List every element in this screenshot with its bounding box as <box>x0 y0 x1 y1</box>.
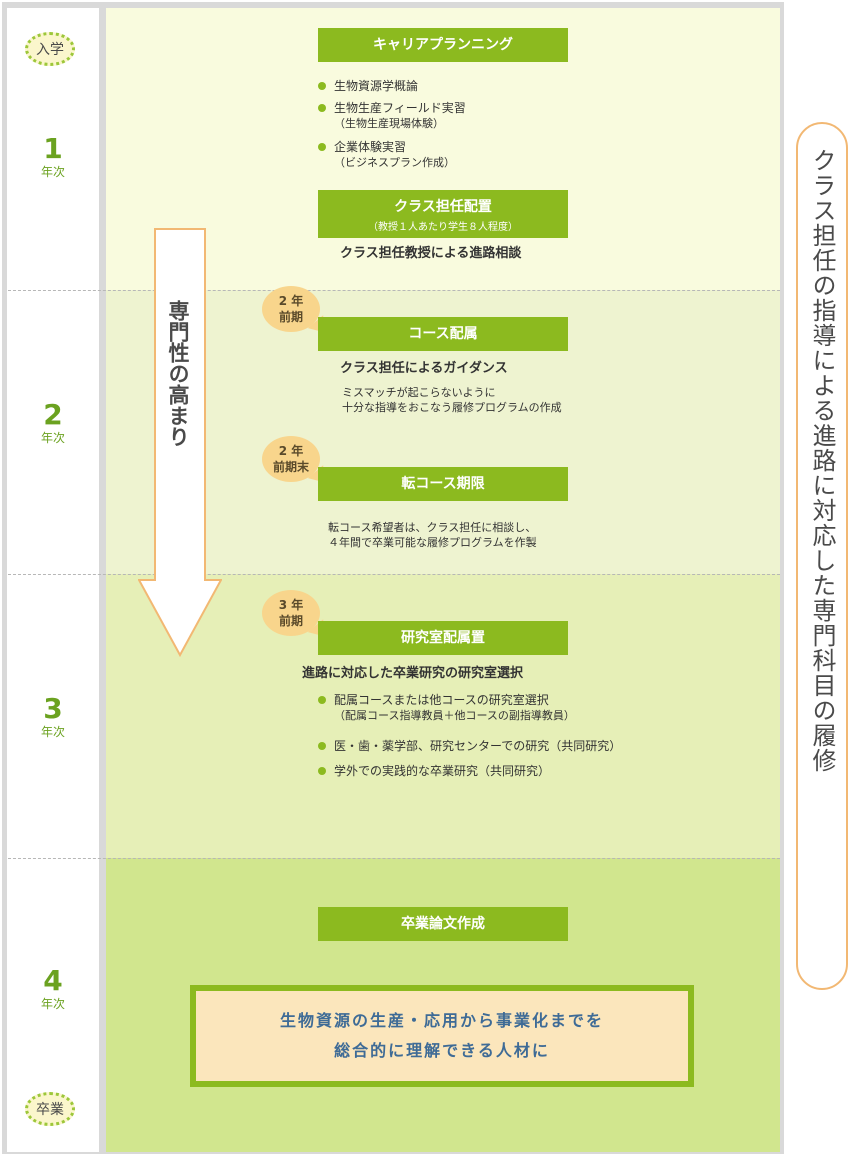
guidance-text: クラス担任によるガイダンス <box>340 361 508 376</box>
year-suffix: 年次 <box>40 165 65 179</box>
divider <box>8 574 780 575</box>
list-item: 医・歯・薬学部、研究センターでの研究（共同研究） <box>318 738 621 754</box>
guidance-note: ミスマッチが起こらないように十分な指導をおこなう履修プログラムの作成 <box>342 386 562 414</box>
year-label-3: 3 年次 <box>8 694 98 740</box>
list-item: 生物資源学概論 <box>318 78 418 94</box>
timing-bubble: 2 年前期末 <box>262 436 320 482</box>
career-planning-bar: キャリアプランニング <box>318 28 568 62</box>
year-suffix: 年次 <box>40 431 65 445</box>
advisor-consult-text: クラス担任教授による進路相談 <box>340 246 522 261</box>
timing-bubble: 3 年前期 <box>262 590 320 636</box>
year-label-2: 2 年次 <box>8 400 98 446</box>
timing-bubble: 2 年前期 <box>262 286 320 332</box>
enrollment-marker: 入学 <box>25 32 75 66</box>
divider <box>8 858 780 859</box>
year-number: 2 <box>43 398 63 431</box>
list-item: 生物生産フィールド実習 （生物生産現場体験） <box>318 100 466 132</box>
lab-assignment-bar: 研究室配属置 <box>318 621 568 655</box>
year-label-4: 4 年次 <box>8 966 98 1012</box>
list-item: 配属コースまたは他コースの研究室選択 （配属コース指導教員＋他コースの副指導教員… <box>318 692 575 724</box>
course-change-note: 転コース希望者は、クラス担任に相談し、４年間で卒業可能な履修プログラムを作製 <box>328 521 537 549</box>
arrow-label: 専門性の高まり <box>166 300 190 447</box>
year-number: 1 <box>43 132 63 165</box>
down-arrow-icon <box>138 228 222 658</box>
course-assignment-bar: コース配属 <box>318 317 568 351</box>
divider <box>8 290 780 291</box>
list-item: 企業体験実習 （ビジネスプラン作成） <box>318 139 455 171</box>
year-column <box>7 8 99 1152</box>
year-number: 3 <box>43 692 63 725</box>
outcome-box: 生物資源の生産・応用から事業化までを 総合的に理解できる人材に <box>190 985 694 1087</box>
thesis-bar: 卒業論文作成 <box>318 907 568 941</box>
year-label-1: 1 年次 <box>8 134 98 180</box>
year-suffix: 年次 <box>40 725 65 739</box>
class-advisor-bar: クラス担任配置 （教授１人あたり学生８人程度） <box>318 190 568 238</box>
graduation-marker: 卒業 <box>25 1092 75 1126</box>
side-panel: クラス担任の指導による進路に対応した専門科目の履修 <box>796 122 848 990</box>
side-panel-text: クラス担任の指導による進路に対応した専門科目の履修 <box>808 148 836 773</box>
list-item: 学外での実践的な卒業研究（共同研究） <box>318 763 550 779</box>
course-change-deadline-bar: 転コース期限 <box>318 467 568 501</box>
year-number: 4 <box>43 964 63 997</box>
year-suffix: 年次 <box>40 997 65 1011</box>
lab-selection-heading: 進路に対応した卒業研究の研究室選択 <box>302 666 524 681</box>
